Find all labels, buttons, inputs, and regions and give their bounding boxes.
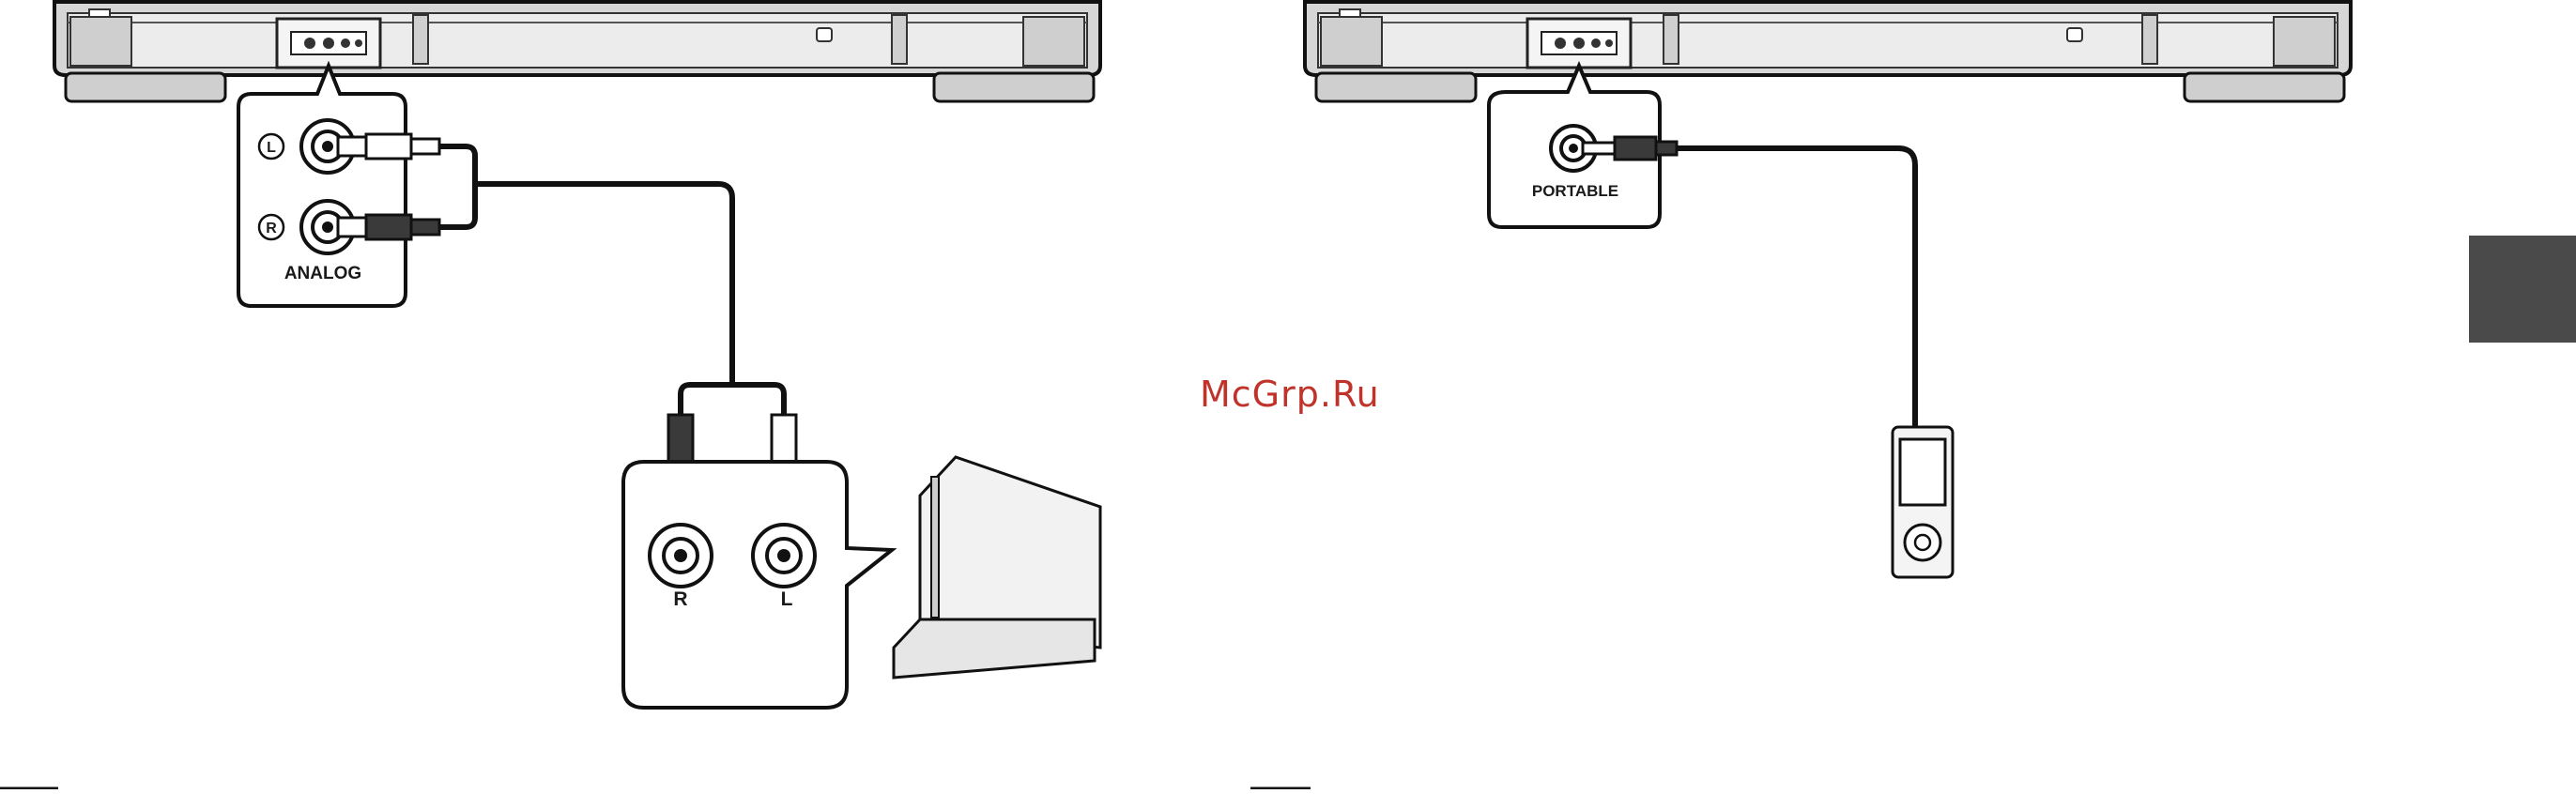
source-jack-r-port — [650, 525, 712, 587]
portable-player-icon — [1893, 427, 1953, 577]
portable-caption: PORTABLE — [1532, 182, 1618, 200]
rca-plug-white — [338, 134, 439, 159]
analog-port-callout: L R ANALOG — [238, 66, 406, 306]
source-jack-l-port — [753, 525, 815, 587]
analog-caption: ANALOG — [284, 264, 361, 283]
analog-l-tag: L — [267, 140, 276, 156]
analog-r-tag: R — [266, 221, 277, 237]
rca-plug-red — [338, 215, 439, 239]
source-output-callout: R L — [623, 462, 892, 708]
chapter-side-tab — [2469, 236, 2576, 343]
watermark: McGrp.Ru — [1200, 374, 1380, 415]
source-jack-r-label: R — [673, 588, 687, 610]
audio-cable — [1677, 148, 1915, 432]
soundbar-rear-right — [1305, 2, 2351, 101]
soundbar-rear-left — [54, 2, 1100, 101]
source-jack-l-label: L — [781, 588, 793, 610]
game-console-icon — [894, 457, 1100, 678]
rca-cable — [439, 146, 784, 424]
